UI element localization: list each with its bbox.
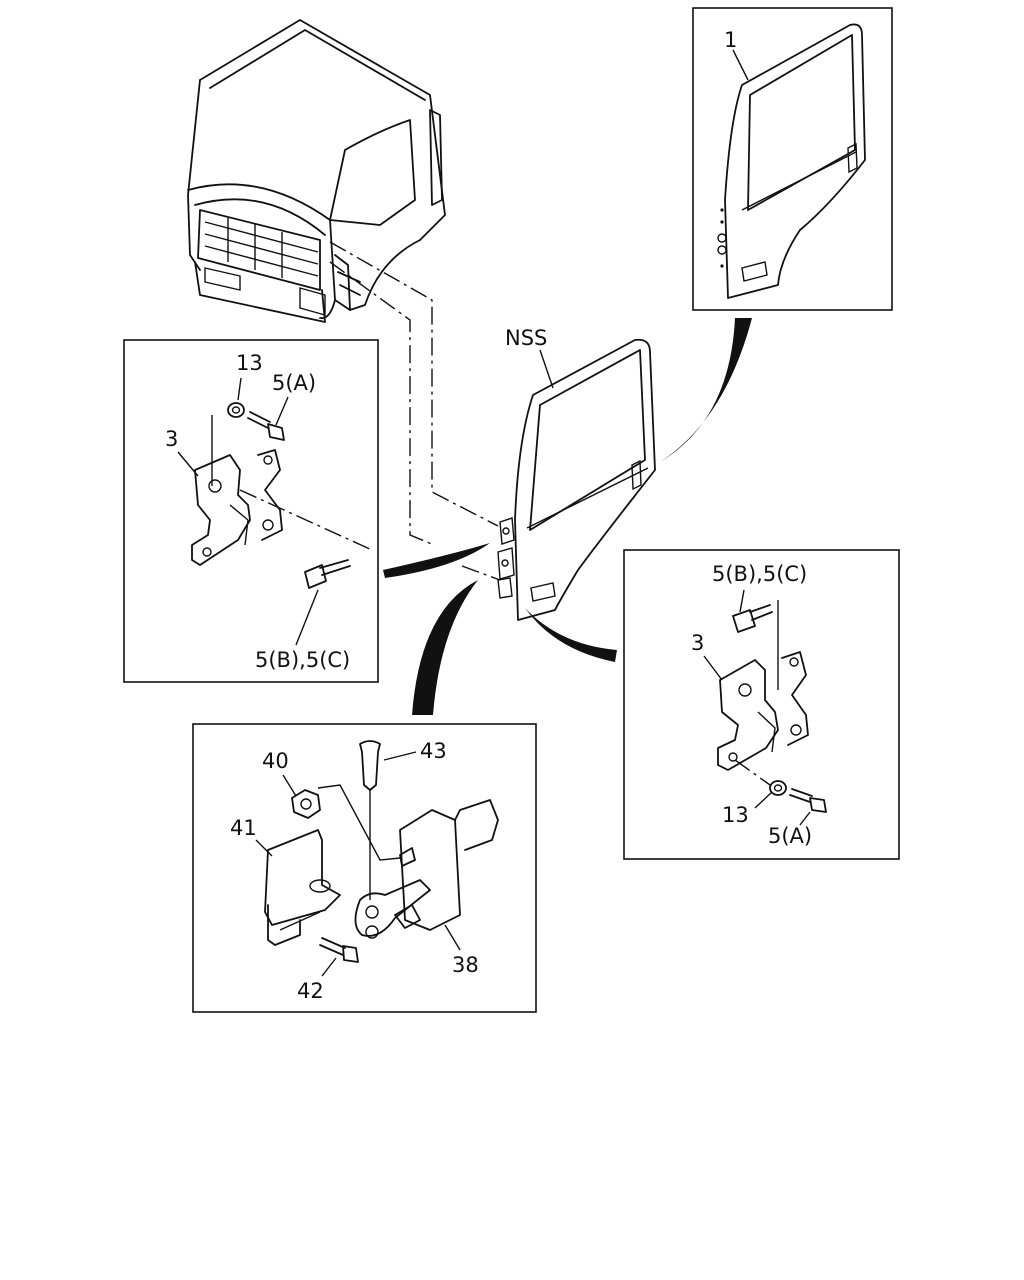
- leader-swoosh-lower-hinge: [525, 608, 617, 662]
- door-check-box: [192, 723, 537, 1013]
- truck-cab-drawing: [187, 19, 446, 323]
- lower-bolt-5bc: 5(B),5(C): [712, 562, 807, 586]
- lower-hinge-box: [623, 549, 900, 860]
- leader-swoosh-upper-hinge: [383, 543, 490, 578]
- lower-hinge-drawing: [717, 600, 827, 813]
- check-pin-43: 43: [420, 739, 447, 763]
- leader-swoosh-door: [660, 318, 752, 462]
- check-nut-40: 40: [262, 749, 289, 773]
- check-bracket-41: 41: [230, 816, 257, 840]
- upper-hinge-box: [123, 339, 379, 683]
- door-outline-drawing: [717, 23, 866, 299]
- check-bolt-42: 42: [297, 979, 324, 1003]
- upper-bolt-5a: 5(A): [272, 371, 316, 395]
- label-nss: NSS: [505, 326, 547, 350]
- upper-bolt-5bc: 5(B),5(C): [255, 648, 350, 672]
- lower-bolt-5a: 5(A): [768, 824, 812, 848]
- upper-washer-13: 13: [236, 351, 263, 375]
- upper-hinge-3: 3: [165, 427, 178, 451]
- door-check-drawing: [264, 740, 499, 963]
- lower-washer-13: 13: [722, 803, 749, 827]
- lower-hinge-3: 3: [691, 631, 704, 655]
- check-link-38: 38: [452, 953, 479, 977]
- leader-swoosh-check: [412, 580, 478, 715]
- callout-1: 1: [724, 28, 737, 52]
- upper-hinge-drawing: [191, 402, 373, 589]
- door-nss-drawing: [497, 338, 656, 621]
